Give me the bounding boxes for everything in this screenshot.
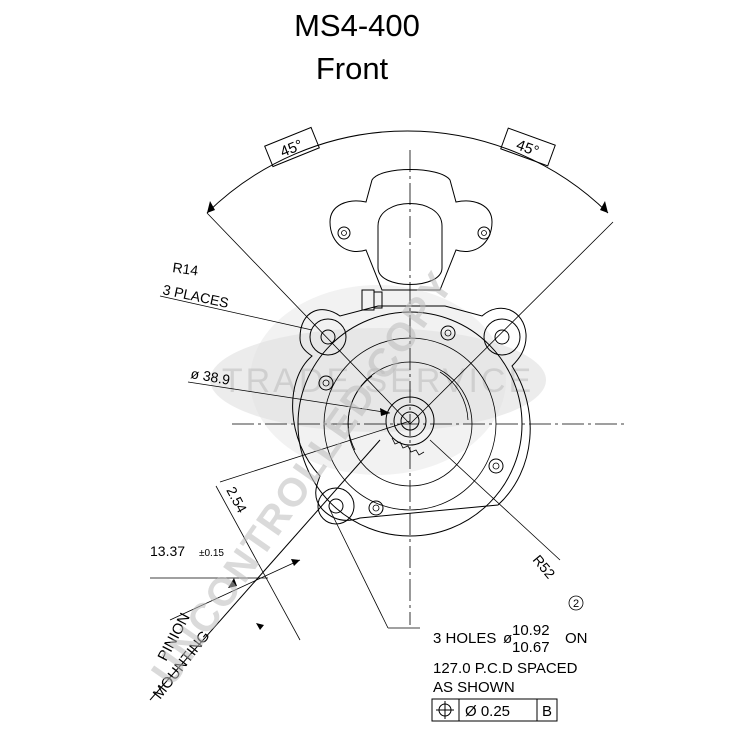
radius-places: 3 PLACES <box>161 281 230 311</box>
note-ref-number: 2 <box>573 598 579 610</box>
angle-right-label: 45° <box>514 137 541 161</box>
hole-dia-upper: 10.92 <box>512 622 550 639</box>
position-icon <box>436 701 454 719</box>
feature-control-frame: Ø 0.25 B <box>431 698 558 722</box>
view-title: Front <box>316 51 389 86</box>
starter-body <box>292 305 531 537</box>
holes-suffix: ON <box>565 630 588 647</box>
tolerance-value: Ø 0.25 <box>465 703 510 720</box>
center-lines <box>232 150 625 625</box>
watermark-oval-text: TRADE SERVICE <box>222 362 534 400</box>
outer-radius-label: R52 <box>530 552 559 582</box>
svg-text:ø: ø <box>503 630 512 647</box>
radius-label: R14 <box>172 259 200 278</box>
solenoid <box>329 169 493 311</box>
holes-prefix: 3 HOLES <box>433 630 496 647</box>
angle-left-label: 45° <box>278 137 305 161</box>
trade-service-watermark: TRADE SERVICE <box>210 285 546 475</box>
offset-label: 2.54 <box>223 484 250 516</box>
pinion-dimension: 13.37 <box>150 543 185 559</box>
pinion-tolerance: ±0.15 <box>199 548 224 559</box>
model-title: MS4-400 <box>294 8 420 43</box>
diameter-label: ø 38.9 <box>189 365 231 388</box>
r52-callout: R52 2 <box>429 439 584 611</box>
diameter-callout: ø 38.9 <box>187 365 391 416</box>
hole-dia-lower: 10.67 <box>512 639 550 656</box>
pcd-line: 127.0 P.C.D SPACED <box>433 660 578 677</box>
hole-note: 3 HOLES 10.92 10.67 ON ø 127.0 P.C.D SPA… <box>329 509 588 696</box>
as-shown: AS SHOWN <box>433 679 515 696</box>
datum-label: B <box>542 703 552 720</box>
